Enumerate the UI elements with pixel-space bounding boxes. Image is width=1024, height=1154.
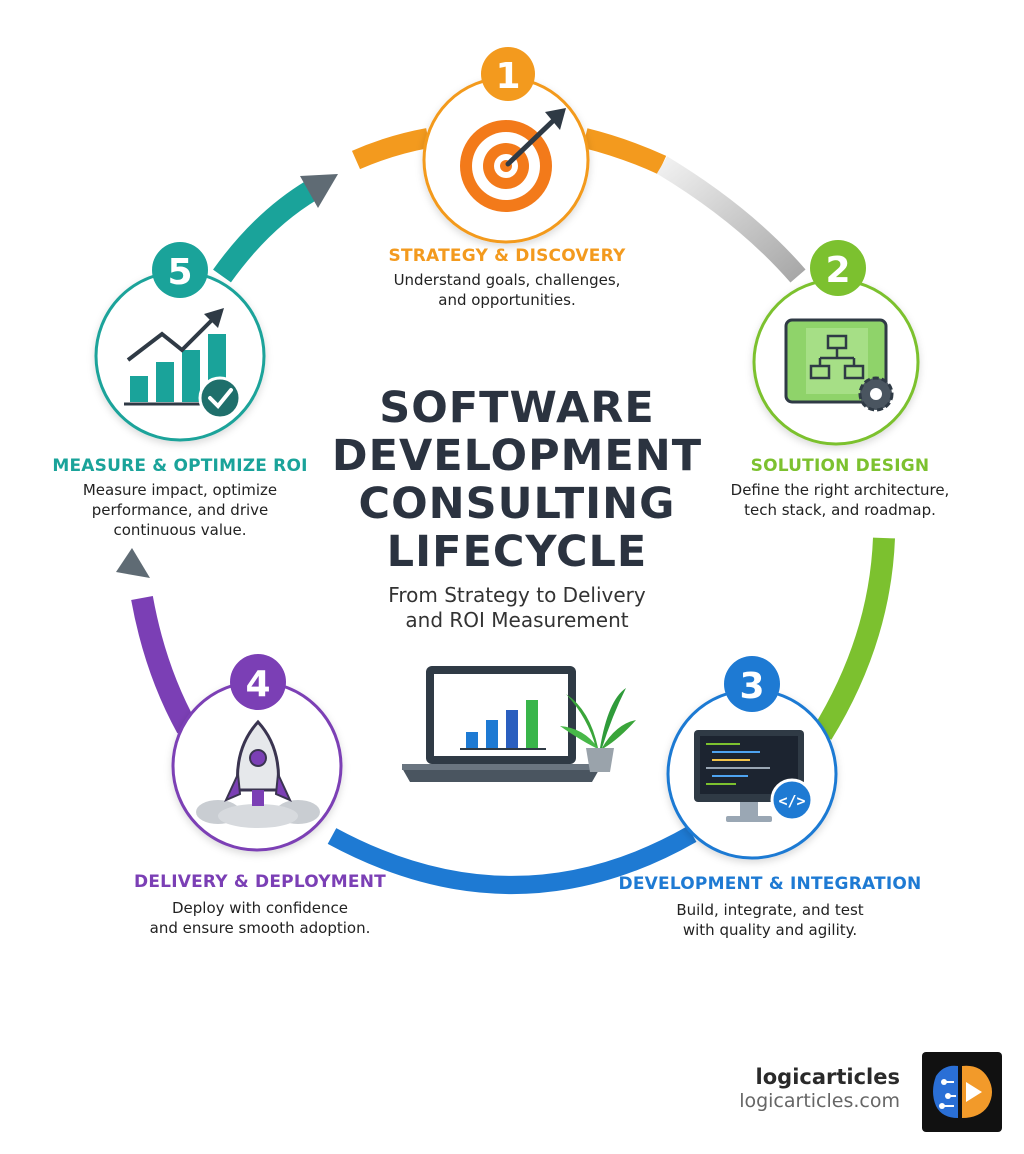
- plant-icon: [560, 688, 636, 772]
- growth-chart-icon: [124, 308, 242, 420]
- ring-segment-orange-left: [351, 128, 430, 170]
- arrowhead-top: [300, 174, 338, 208]
- svg-text:5: 5: [167, 252, 192, 293]
- step-1-text: STRATEGY & DISCOVERY Understand goals, c…: [352, 246, 662, 310]
- ring-segment-green: [812, 537, 895, 740]
- step-3-title: DEVELOPMENT & INTEGRATION: [618, 874, 922, 894]
- laptop-illustration: [402, 666, 600, 782]
- ring-segment-gray: [656, 156, 806, 283]
- step-3-node: </>: [666, 688, 838, 860]
- svg-text:1: 1: [495, 56, 520, 97]
- svg-text:4: 4: [245, 664, 270, 705]
- step-5-title: MEASURE & OPTIMIZE ROI: [52, 456, 308, 476]
- step-2-title: SOLUTION DESIGN: [750, 456, 930, 476]
- diagram-title: SOFTWARE DEVELOPMENT CONSULTING LIFECYCL…: [331, 383, 703, 577]
- step-2-node: [752, 278, 920, 446]
- step-2-badge: 2: [810, 240, 866, 296]
- brand-url[interactable]: logicarticles.com: [739, 1090, 900, 1112]
- step-4-node: [171, 680, 343, 852]
- cycle-ring: [131, 128, 895, 894]
- svg-text:</>: </>: [778, 792, 805, 810]
- diagram-subtitle: From Strategy to Delivery and ROI Measur…: [388, 583, 646, 632]
- brand-name: logicarticles: [755, 1065, 900, 1089]
- step-3-desc: Build, integrate, and test with quality …: [676, 901, 864, 939]
- brand-logo-icon: [922, 1052, 1002, 1132]
- step-1-node: [422, 76, 590, 244]
- svg-text:2: 2: [825, 250, 850, 291]
- step-1-title: STRATEGY & DISCOVERY: [388, 246, 626, 266]
- step-1-badge: 1: [481, 47, 535, 101]
- step-4-desc: Deploy with confidence and ensure smooth…: [149, 899, 371, 937]
- step-1-desc: Understand goals, challenges, and opport…: [393, 271, 621, 309]
- step-4-text: DELIVERY & DEPLOYMENT Deploy with confid…: [100, 872, 420, 938]
- ring-segment-orange-right: [582, 128, 667, 175]
- step-2-desc: Define the right architecture, tech stac…: [730, 481, 950, 519]
- ring-segment-purple: [131, 596, 197, 734]
- monitor-code-icon: </>: [694, 730, 814, 822]
- step-4-title: DELIVERY & DEPLOYMENT: [134, 872, 386, 892]
- brand-block: logicarticles logicarticles.com: [739, 1064, 900, 1112]
- step-5-badge: 5: [152, 242, 208, 298]
- blueprint-icon: [784, 318, 894, 412]
- step-5-text: MEASURE & OPTIMIZE ROI Measure impact, o…: [30, 456, 330, 540]
- svg-text:3: 3: [739, 666, 764, 707]
- step-2-text: SOLUTION DESIGN Define the right archite…: [690, 456, 990, 520]
- rocket-icon: [196, 719, 320, 828]
- ring-segment-blue: [327, 826, 697, 894]
- step-5-desc: Measure impact, optimize performance, an…: [82, 481, 278, 539]
- step-4-badge: 4: [230, 654, 286, 710]
- step-3-text: DEVELOPMENT & INTEGRATION Build, integra…: [610, 874, 930, 940]
- step-3-badge: 3: [724, 656, 780, 712]
- target-icon: [460, 108, 566, 212]
- arrowhead-left: [116, 548, 150, 578]
- step-5-node: [94, 270, 266, 442]
- ring-segment-teal: [213, 180, 318, 283]
